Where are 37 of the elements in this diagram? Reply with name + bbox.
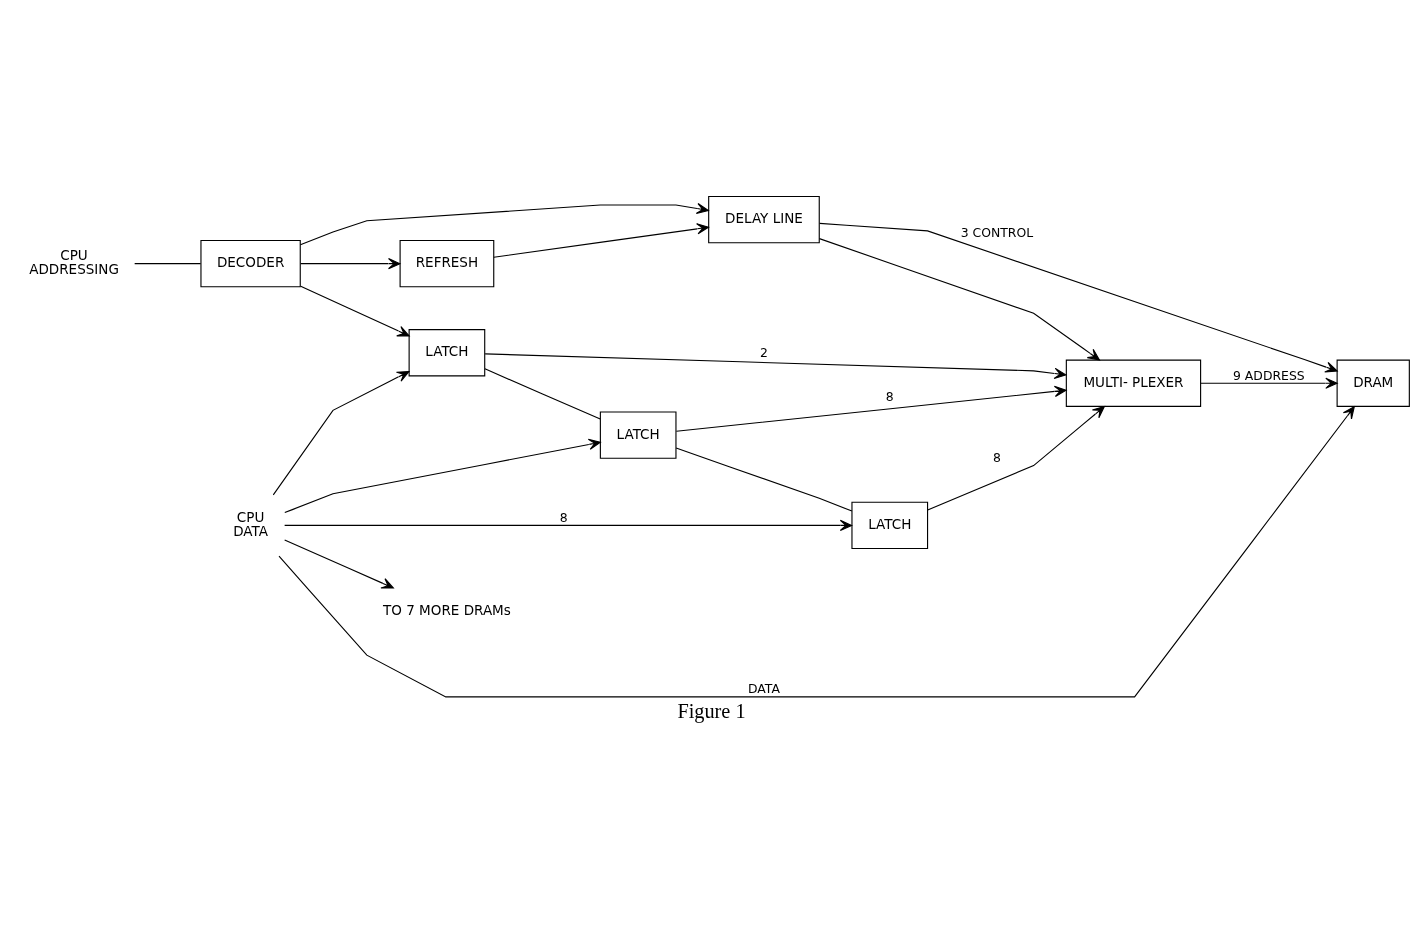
arrow bbox=[675, 385, 1067, 432]
node-box: DELAY LINE bbox=[708, 195, 820, 244]
edge-label: DATA bbox=[747, 681, 780, 697]
arrow bbox=[278, 406, 1355, 698]
arrow bbox=[284, 438, 601, 514]
node-box: MULTI- PLEXER bbox=[1065, 359, 1202, 407]
edge-label: 8 bbox=[993, 449, 1001, 465]
node-text: CPU ADDRESSING bbox=[29, 246, 119, 278]
node-box: DECODER bbox=[200, 239, 301, 288]
edge-label: 8 bbox=[885, 389, 894, 405]
arrow bbox=[272, 371, 410, 496]
node-text: TO 7 MORE DRAMs bbox=[383, 601, 511, 618]
connector bbox=[484, 368, 601, 420]
arrow bbox=[819, 222, 1338, 373]
arrow bbox=[284, 539, 394, 589]
arrow bbox=[284, 519, 853, 532]
arrow bbox=[300, 285, 410, 337]
node-box: LATCH bbox=[408, 329, 486, 377]
arrow bbox=[927, 406, 1105, 511]
node-box: LATCH bbox=[599, 411, 677, 459]
arrow bbox=[484, 353, 1067, 380]
arrow bbox=[818, 238, 1101, 361]
node-box: LATCH bbox=[851, 501, 929, 550]
edge-label: 9 ADDRESS bbox=[1233, 367, 1305, 383]
edge-label: 3 CONTROL bbox=[960, 225, 1034, 241]
arrow bbox=[1200, 377, 1338, 389]
edge-label: 2 bbox=[760, 345, 768, 361]
caption: Figure 1 bbox=[677, 699, 746, 722]
node-box: DRAM bbox=[1336, 359, 1410, 407]
node-text: CPU DATA bbox=[233, 508, 269, 540]
arrow bbox=[493, 223, 710, 258]
arrow bbox=[300, 258, 401, 270]
connector bbox=[134, 263, 202, 265]
node-box: REFRESH bbox=[399, 239, 495, 288]
edge-label: 8 bbox=[559, 509, 568, 525]
arrow bbox=[299, 203, 709, 246]
connector bbox=[675, 447, 853, 512]
